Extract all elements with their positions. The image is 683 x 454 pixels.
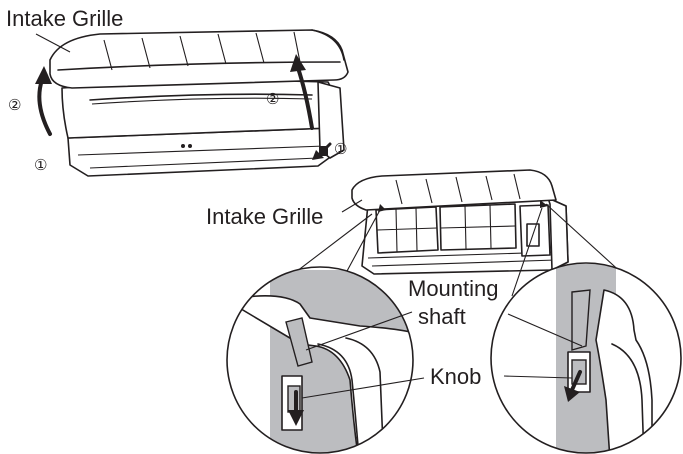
leader-mounting-shaft-left: [305, 311, 413, 351]
label-mounting-shaft-line2: shaft: [418, 304, 466, 329]
step-marker-1-left: ①: [34, 157, 47, 174]
label-knob: Knob: [430, 364, 481, 389]
label-intake-grille-top: Intake Grille: [6, 6, 123, 31]
label-intake-grille-middle: Intake Grille: [206, 204, 323, 229]
leader-knob-right: [503, 375, 573, 379]
intake-grille-top: [49, 29, 349, 89]
indoor-unit-middle: [361, 197, 569, 275]
intake-grille-middle: [351, 169, 557, 212]
indoor-unit-top: [55, 67, 345, 177]
leader-mounting-shaft-right: [507, 313, 583, 347]
push-arrow-icon: [312, 142, 332, 160]
step-marker-2-left: ②: [8, 97, 21, 114]
lift-arrow-left-icon: [35, 66, 52, 136]
leader-knob-left: [301, 377, 425, 399]
step-marker-2-right: ②: [266, 91, 279, 108]
step-marker-1-right: ①: [334, 141, 347, 158]
lift-arrow-right-icon: [290, 54, 314, 130]
detail-circle-right: [490, 262, 682, 454]
leader-top-intake-grille: [35, 33, 71, 53]
leader-middle-intake-grille: [341, 199, 363, 213]
detail-circle-left: [226, 266, 414, 454]
label-mounting-shaft-line1: Mounting: [408, 276, 499, 301]
